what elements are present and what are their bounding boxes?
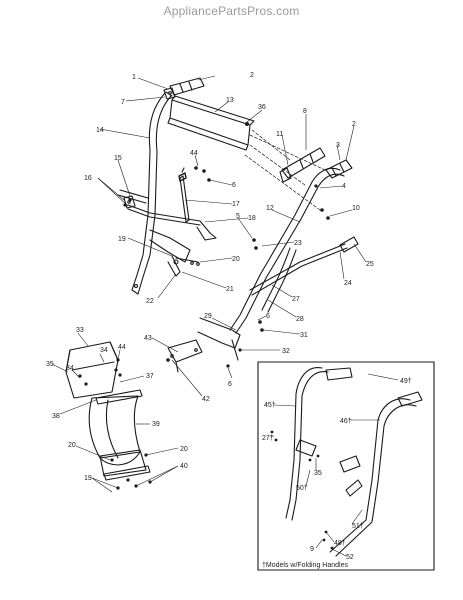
- leader-lines-chute: [51, 332, 179, 493]
- inset-handle-right: [329, 398, 417, 557]
- inset-box: [257, 361, 435, 571]
- drive-control-lever: [279, 147, 326, 183]
- callout-label: 4: [342, 183, 346, 190]
- callout-label: 44: [118, 344, 126, 351]
- inset-grip-left: [325, 367, 353, 381]
- callout-label: 12: [266, 205, 274, 212]
- callout-label: 8: [303, 108, 307, 115]
- callout-label: 17: [232, 201, 240, 208]
- inset-grip-right: [397, 391, 423, 407]
- chute-crank-rod: [178, 167, 190, 223]
- callout-label: 23: [294, 240, 302, 247]
- shift-lever-bracket: [149, 229, 200, 277]
- callout-label: 22: [146, 298, 154, 305]
- callout-label: 27: [292, 296, 300, 303]
- callout-label: 9: [310, 546, 314, 553]
- hand-grip-right: [325, 159, 353, 179]
- callout-label: 13: [226, 97, 234, 104]
- callout-label: 50†: [296, 485, 308, 492]
- chute-deflector: [65, 341, 119, 399]
- callout-label: 20: [232, 256, 240, 263]
- callout-label: 29: [204, 313, 212, 320]
- callout-label: 44: [190, 150, 198, 157]
- callout-label: 28: [296, 316, 304, 323]
- callout-label: 32: [282, 348, 290, 355]
- callout-label: 10: [352, 205, 360, 212]
- callout-label: 48†: [334, 540, 346, 547]
- callout-label: 51†: [352, 523, 364, 530]
- callout-label: 24: [344, 280, 352, 287]
- callout-label: 15: [114, 155, 122, 162]
- crank-link-rod: [123, 195, 217, 241]
- callout-label: 18: [248, 215, 256, 222]
- callout-label: 34: [66, 365, 74, 372]
- callout-label: 25: [366, 261, 374, 268]
- callout-label: 2: [352, 121, 356, 128]
- callout-label: 19: [84, 475, 92, 482]
- callout-label: 20: [68, 442, 76, 449]
- callout-label: 20: [180, 446, 188, 453]
- callout-label: 27†: [262, 435, 274, 442]
- handle-brace: [117, 189, 149, 204]
- callout-label: 52: [346, 554, 354, 561]
- callout-label: 3: [336, 142, 340, 149]
- site-watermark: AppliancePartsPros.com: [163, 4, 300, 18]
- callout-label: 31: [300, 332, 308, 339]
- callout-label: 11: [276, 131, 283, 138]
- callout-label: 21: [226, 286, 234, 293]
- callout-label: 33: [76, 327, 84, 334]
- callout-label: 19: [118, 236, 126, 243]
- chute-flange: [95, 389, 143, 405]
- callout-label: 43: [144, 335, 152, 342]
- callout-label: 34: [100, 347, 108, 354]
- callout-label: 2: [250, 72, 254, 79]
- leader-lines-inset: [270, 373, 399, 557]
- callout-label: 16: [84, 175, 92, 182]
- callout-label: 14: [96, 127, 104, 134]
- lower-mount-plate: [167, 339, 203, 373]
- callout-label: 37: [146, 373, 154, 380]
- callout-label: 40: [180, 463, 188, 470]
- callout-label: 6: [266, 313, 270, 320]
- chute-ring: [103, 465, 151, 481]
- callout-label: 35: [46, 361, 54, 368]
- dash-panel: [167, 95, 255, 151]
- upper-handle-left: [131, 91, 173, 295]
- alignment-lines: [244, 129, 326, 211]
- shift-rod: [249, 236, 359, 296]
- callout-label: 35: [314, 470, 322, 477]
- callout-label: 42: [202, 396, 210, 403]
- leader-lines: [97, 75, 367, 397]
- callout-label: 39: [152, 421, 160, 428]
- handle-bracket-top: [163, 87, 176, 100]
- lower-handle-middle: [261, 247, 297, 313]
- callout-label: 6: [232, 182, 236, 189]
- callout-label: 5: [236, 213, 240, 220]
- hand-grip-left: [169, 77, 205, 96]
- callout-label: 38: [52, 413, 60, 420]
- callout-label: 6: [228, 381, 232, 388]
- callout-label: 1: [132, 74, 136, 81]
- callout-label: 7: [121, 99, 125, 106]
- inset-handle-left: [285, 367, 329, 521]
- handle-mount-bracket: [197, 317, 241, 361]
- inset-hinge-parts: [295, 439, 363, 497]
- chute-body: [88, 395, 147, 477]
- callout-label: 49†: [400, 378, 412, 385]
- inset-caption: †Models w/Folding Handles: [262, 562, 348, 569]
- fasteners: [78, 122, 334, 550]
- callout-label: 36: [258, 104, 266, 111]
- callout-label: 45†: [264, 402, 276, 409]
- callout-label: 46†: [340, 418, 352, 425]
- callout-labels: 1 2 7 13 36 8 11 3 2 14 15 16 44 6 17 18…: [46, 72, 412, 569]
